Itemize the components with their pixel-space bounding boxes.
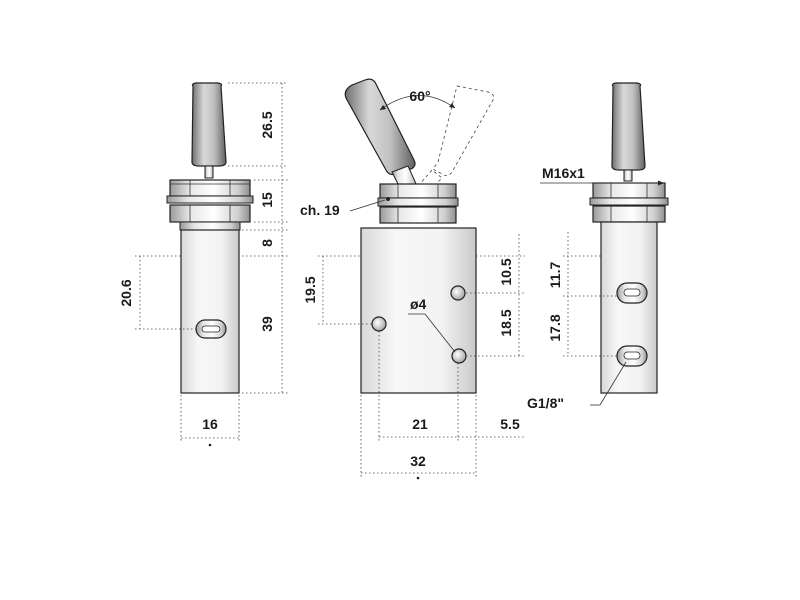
- label-hole-diameter: ø4: [410, 296, 427, 312]
- dim-hole-spacing-b: 18.5: [498, 309, 514, 336]
- label-wrench-size: ch. 19: [300, 202, 340, 218]
- hole-upper: [450, 285, 466, 301]
- dim-hole-spacing-a: 10.5: [498, 258, 514, 285]
- dim-port-offset-left: 20.6: [118, 279, 134, 306]
- dim-nut-height: 15: [259, 192, 275, 208]
- valve-body-center: [360, 227, 477, 394]
- dim-edge-offset: 5.5: [500, 416, 520, 432]
- dim-width-inner: 21: [412, 416, 428, 432]
- label-port-thread: G1/8": [527, 395, 564, 411]
- dim-width-left: 16: [202, 416, 218, 432]
- right-view: M16x1 11.7 17.8 G1/8": [527, 82, 669, 411]
- lever-stem: [204, 165, 214, 179]
- nut-lower: [169, 204, 251, 223]
- dim-lever-height: 26.5: [259, 111, 275, 138]
- valve-body-right: [600, 221, 658, 394]
- dim-port-lower: 17.8: [547, 314, 563, 341]
- washer-right: [589, 197, 669, 206]
- valve-body: [180, 229, 240, 394]
- center-view: 60° ch. 19 ø4 19.5 10.5 18.5: [300, 78, 525, 480]
- nut-lower-center: [379, 206, 457, 224]
- nut-upper-right: [592, 182, 666, 199]
- nut-lower-right: [592, 205, 666, 223]
- label-thread: M16x1: [542, 165, 585, 181]
- collar: [179, 221, 241, 231]
- nut-upper: [169, 179, 251, 197]
- dim-port-offset-center: 19.5: [302, 276, 318, 303]
- lever-handle-tilted: [344, 78, 416, 176]
- dim-collar: 8: [259, 239, 275, 247]
- hole-left: [371, 316, 387, 332]
- left-view: 26.5 15 8 39 20.6 16: [118, 82, 288, 447]
- dim-port-upper: 11.7: [547, 262, 563, 289]
- dim-body-height: 39: [259, 316, 275, 332]
- nut-upper-center: [379, 183, 457, 199]
- lever-handle-right: [611, 82, 646, 171]
- dim-width-center: 32: [410, 453, 426, 469]
- washer-center: [377, 197, 459, 207]
- lever-handle: [191, 82, 227, 167]
- washer: [166, 195, 254, 204]
- dim-angle: 60°: [409, 88, 430, 104]
- lever-stem-right: [623, 169, 633, 182]
